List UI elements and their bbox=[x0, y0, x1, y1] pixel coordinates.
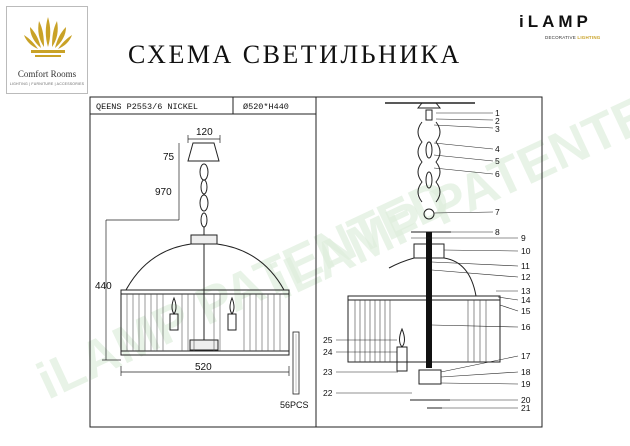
hook bbox=[425, 109, 433, 121]
right-panel-frame bbox=[315, 96, 543, 428]
center-hub bbox=[189, 339, 219, 351]
leader-lines bbox=[336, 112, 519, 409]
part-number: 16 bbox=[521, 322, 531, 332]
part-number: 22 bbox=[323, 388, 333, 398]
chain-length-dim: 970 bbox=[155, 187, 172, 198]
part-number: 15 bbox=[521, 306, 531, 316]
crystal-drum bbox=[347, 295, 501, 363]
candle-flame bbox=[399, 327, 405, 348]
part-number: 23 bbox=[323, 367, 333, 377]
bottom-hub bbox=[418, 369, 442, 385]
comfort-rooms-logo: Comfort Rooms LIGHTING | FURNITURE | ACC… bbox=[6, 6, 88, 94]
drum-crystals bbox=[354, 300, 487, 362]
chain-link bbox=[199, 163, 209, 181]
width-dim: 520 bbox=[195, 362, 212, 373]
chain-link bbox=[425, 171, 433, 189]
crystal-count: 56PCS bbox=[280, 400, 309, 410]
chain-link bbox=[425, 141, 433, 159]
center-rod bbox=[426, 232, 432, 368]
crystal-piece bbox=[292, 331, 300, 395]
part-number: 6 bbox=[495, 169, 500, 179]
part-number: 24 bbox=[323, 347, 333, 357]
part-number: 19 bbox=[521, 379, 531, 389]
crystal-drum bbox=[120, 289, 290, 356]
part-number: 13 bbox=[521, 286, 531, 296]
candle-holder bbox=[396, 346, 408, 372]
part-number: 4 bbox=[495, 144, 500, 154]
canopy-height-dim: 75 bbox=[163, 152, 175, 163]
right-arm bbox=[216, 243, 285, 291]
part-number: 3 bbox=[495, 124, 500, 134]
canopy-width-dim: 120 bbox=[196, 127, 213, 138]
part-number: 25 bbox=[323, 335, 333, 345]
part-number: 17 bbox=[521, 351, 531, 361]
part-number: 11 bbox=[521, 261, 530, 271]
part-number: 9 bbox=[521, 233, 526, 243]
part-number: 18 bbox=[521, 367, 531, 377]
front-view bbox=[120, 142, 290, 356]
chain-link bbox=[200, 212, 208, 228]
candle-holder bbox=[169, 313, 179, 331]
crystal-lines bbox=[126, 294, 281, 351]
canopy bbox=[187, 142, 220, 162]
hook-plate bbox=[416, 102, 442, 109]
part-number: 14 bbox=[521, 295, 531, 305]
left-arm bbox=[388, 257, 415, 269]
part-number: 2 bbox=[495, 116, 500, 126]
part-number: 20 bbox=[521, 395, 531, 405]
part-number: 21 bbox=[521, 403, 531, 413]
candle-holder bbox=[227, 313, 237, 331]
brand-name: Comfort Rooms bbox=[17, 69, 77, 79]
dimension-lines bbox=[102, 135, 290, 376]
cover-right-edge bbox=[435, 121, 441, 203]
part-number: 12 bbox=[521, 272, 531, 282]
ring-connector bbox=[423, 208, 435, 220]
part-number: 10 bbox=[521, 246, 531, 256]
part-number: 5 bbox=[495, 156, 500, 166]
part-number: 8 bbox=[495, 227, 500, 237]
crown-icon bbox=[24, 17, 72, 57]
page-title: СХЕМА СВЕТИЛЬНИКА bbox=[128, 40, 462, 69]
watermark-right: iLAMP PATENTED bbox=[263, 69, 630, 311]
right-arm bbox=[443, 257, 477, 297]
part-number: 7 bbox=[495, 207, 500, 217]
chain-link bbox=[199, 194, 209, 212]
chain-link bbox=[200, 179, 208, 195]
cover-left-edge bbox=[417, 121, 423, 203]
model-name: QEENS P2553/6 NICKEL bbox=[96, 102, 198, 112]
fixture-size: Ø520*H440 bbox=[243, 102, 289, 112]
part-number: 1 bbox=[495, 108, 500, 118]
left-arm bbox=[125, 243, 192, 291]
top-plate bbox=[190, 234, 218, 245]
height-dim: 440 bbox=[95, 281, 112, 292]
ilamp-logo: iLAMP bbox=[519, 12, 592, 31]
brand-tagline: LIGHTING | FURNITURE | ACCESSORIES bbox=[9, 82, 85, 86]
ilamp-tagline: DECORATIVE LIGHTING bbox=[545, 35, 601, 40]
